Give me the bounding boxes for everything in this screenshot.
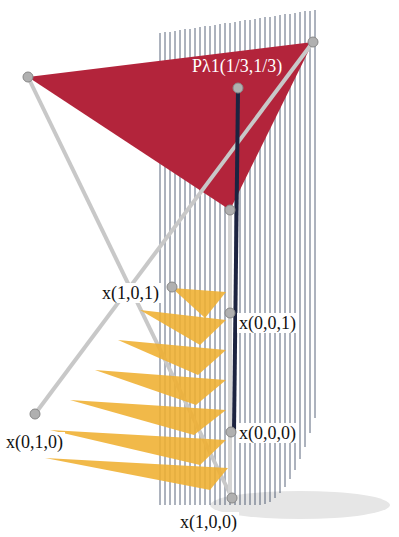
vertex-label: x(1,0,0) [178, 512, 239, 532]
red-face [28, 42, 313, 210]
vertex-label: x(0,0,0) [237, 423, 298, 443]
vertex-label: x(0,0,1) [237, 313, 298, 333]
vertex-label: x(1,0,1) [100, 283, 161, 303]
vertex-dots [23, 37, 318, 503]
center-line [234, 90, 238, 432]
orange-sheets [45, 288, 228, 490]
point-label: Pλ1(1/3,1/3) [190, 56, 284, 76]
rod [35, 42, 313, 414]
rod [228, 210, 232, 498]
vertex-label: x(0,1,0) [4, 432, 65, 452]
